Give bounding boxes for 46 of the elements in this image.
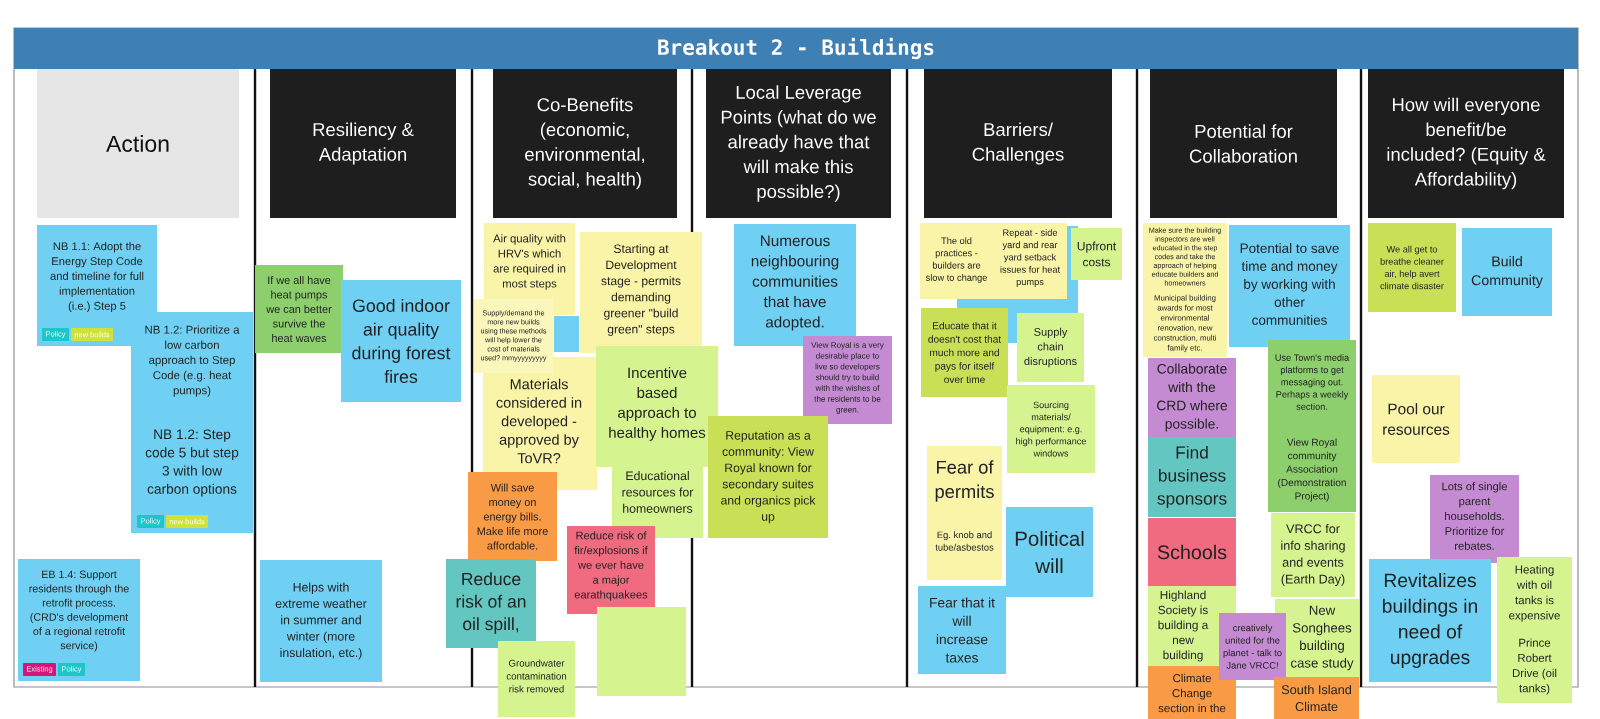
sticky-note: Helps with extreme weather in summer and winter (more insulation, etc.) (260, 560, 382, 682)
column-header: Local Leverage Points (what do we already have that will make this possible?) (706, 69, 891, 218)
sticky-note: View Royal community Association (Demonstration Project) (1268, 428, 1356, 512)
column-header: Action (37, 69, 239, 218)
sticky-note: The old practices - builders are slow to change (920, 223, 993, 299)
sticky-note: View Royal is a very desirable place to live so developers should try to build with the wishes of the residents to be green. (803, 336, 892, 424)
title-bar: Breakout 2 - Buildings (14, 28, 1578, 69)
sticky-note: NB 1.2: Prioritize a low carbon approach to Step Code (e.g. heat pumps) (131, 312, 253, 410)
sticky-note: Heating with oil tanks is expensive (1497, 557, 1572, 630)
sticky-note: Fear of permits (927, 446, 1002, 513)
column-header: Barriers/ Challenges (924, 69, 1112, 218)
sticky-note: Prince Robert Drive (oil tanks) (1497, 630, 1572, 703)
column-header: How will everyone benefit/be included? (Equity & Affordability) (1368, 69, 1564, 218)
sticky-note: Lots of single parent households. Prioritize for rebates. (1430, 475, 1519, 563)
sticky-note: Groundwater contamination risk removed (498, 641, 575, 717)
sticky-note: VRCC for info sharing and events (Earth Day) (1271, 513, 1355, 597)
sticky-note: creatively united for the planet - talk to Jane VRCC! (1219, 613, 1286, 680)
sticky-note: Political will (1006, 507, 1093, 597)
sticky-note: Good indoor air quality during forest fires (341, 280, 461, 402)
sticky-note: Reduce risk of an oil spill, (446, 559, 536, 648)
sticky-note: Educate that it doesn't cost that much more and pays for itself over time (921, 308, 1008, 397)
sticky-note: Upfront costs (1071, 228, 1122, 280)
sticky-note: Use Town's media platforms to get messaging out. Perhaps a weekly section. (1268, 340, 1356, 428)
sticky-note: Build Community (1462, 228, 1552, 316)
sticky-note: Pool our resources (1372, 375, 1460, 463)
sticky-note: Starting at Development stage - permits demanding greener "build green" steps (580, 232, 702, 353)
sticky-note: We all get to breathe cleaner air, help avert climate disaster (1368, 223, 1456, 312)
sticky-note: Find business sponsors (1148, 437, 1236, 517)
sticky-note: Fear that it will increase taxes (918, 586, 1006, 674)
sticky-note: Sourcing materials/ equipment: e.g. high performance windows (1007, 385, 1095, 473)
sticky-note: Will save money on energy bills. Make life more affordable. (468, 472, 557, 561)
sticky-note: Reputation as a community: View Royal known for secondary suites and organics pick up (708, 416, 828, 538)
sticky-note: South Island Climate (1274, 677, 1359, 719)
sticky-note: Revitalizes buildings in need of upgrades (1369, 559, 1491, 682)
sticky-note: Eg. knob and tube/asbestos (927, 513, 1002, 580)
sticky-note (554, 316, 579, 352)
sticky-note: Collaborate with the CRD where possible. (1148, 358, 1236, 437)
sticky-note (597, 607, 686, 696)
sticky-note: Supply chain disruptions (1017, 313, 1084, 382)
column-header: Resiliency & Adaptation (270, 69, 456, 218)
column-header: Co-Benefits (economic, environmental, social, health) (493, 69, 677, 218)
sticky-note: If we all have heat pumps we can better survive the heat waves (255, 265, 343, 353)
sticky-note: Schools (1148, 518, 1236, 586)
sticky-note: Potential to save time and money by working with other communities (1229, 225, 1350, 347)
column-header: Potential for Collaboration (1150, 69, 1337, 218)
sticky-note: Reduce risk of fir/explosions if we ever have a major earathquakees (567, 526, 655, 614)
